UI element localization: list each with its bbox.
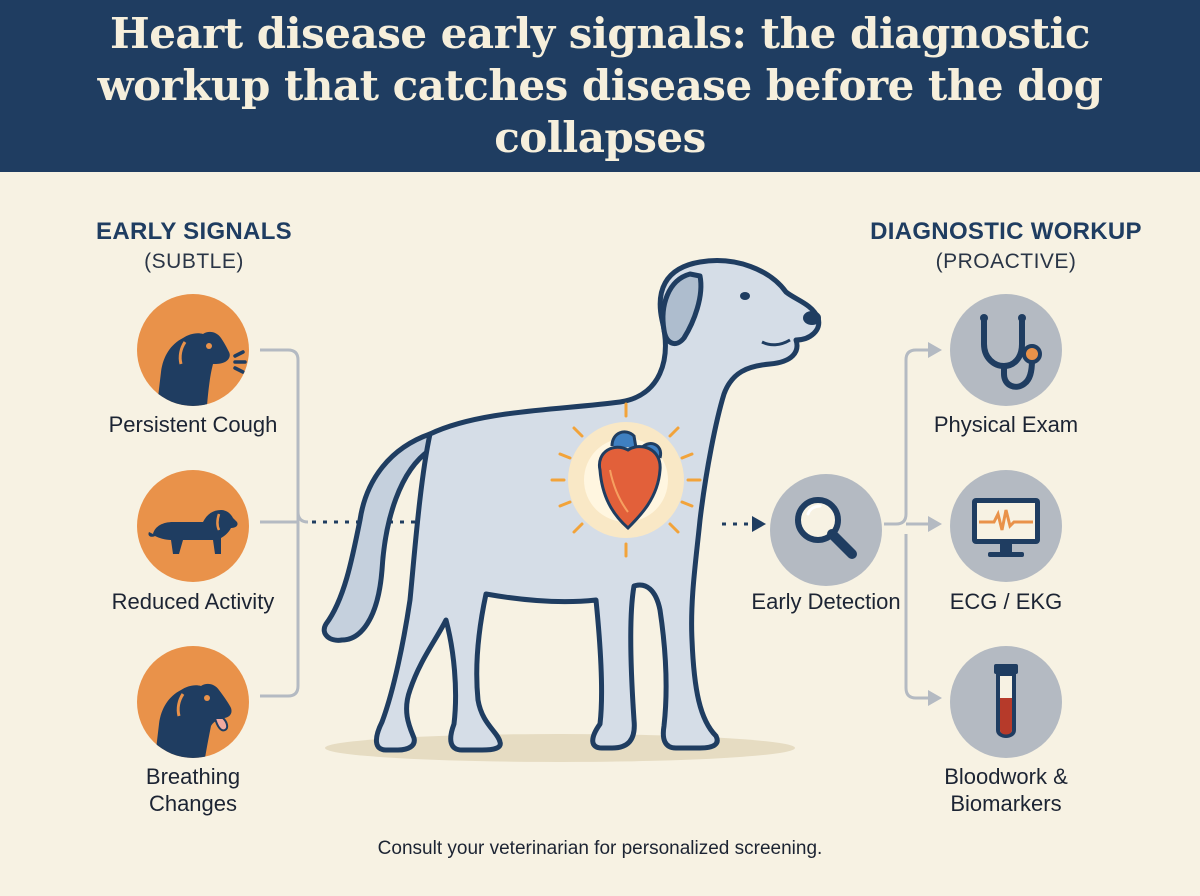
- diagnostic-workup-heading: DIAGNOSTIC WORKUP: [870, 218, 1142, 245]
- heart-icon: [597, 430, 663, 531]
- tired-dog-icon: [137, 470, 249, 582]
- coughing-dog-icon: [137, 294, 249, 406]
- bloodwork-biomarkers-label: Bloodwork & Biomarkers: [944, 764, 1068, 816]
- left-bracket-connector: [260, 348, 309, 698]
- blood-tube-icon: [950, 646, 1062, 758]
- early-signals-heading: EARLY SIGNALS: [96, 218, 292, 245]
- right-bracket-connector: [884, 348, 930, 700]
- physical-exam-label: Physical Exam: [933, 412, 1079, 437]
- header-banner: Heart disease early signals: the diagnos…: [0, 0, 1200, 172]
- persistent-cough-label: Persistent Cough: [108, 412, 278, 437]
- ecg-ekg-label: ECG / EKG: [949, 589, 1063, 614]
- magnifying-glass-icon: [770, 474, 882, 586]
- footer-note: Consult your veterinarian for personaliz…: [377, 838, 823, 859]
- breathing-changes-label: Breathing Changes: [145, 764, 241, 816]
- page-title: Heart disease early signals: the diagnos…: [97, 9, 1103, 162]
- stethoscope-icon: [950, 294, 1062, 406]
- ecg-monitor-icon: [950, 470, 1062, 582]
- dog-illustration: [321, 258, 822, 753]
- early-signals-subheading: (SUBTLE): [144, 250, 244, 273]
- diagnostic-workup-subheading: (PROACTIVE): [935, 250, 1077, 273]
- reduced-activity-label: Reduced Activity: [111, 589, 275, 614]
- panting-dog-icon: [137, 646, 249, 758]
- early-detection-label: Early Detection: [751, 589, 901, 614]
